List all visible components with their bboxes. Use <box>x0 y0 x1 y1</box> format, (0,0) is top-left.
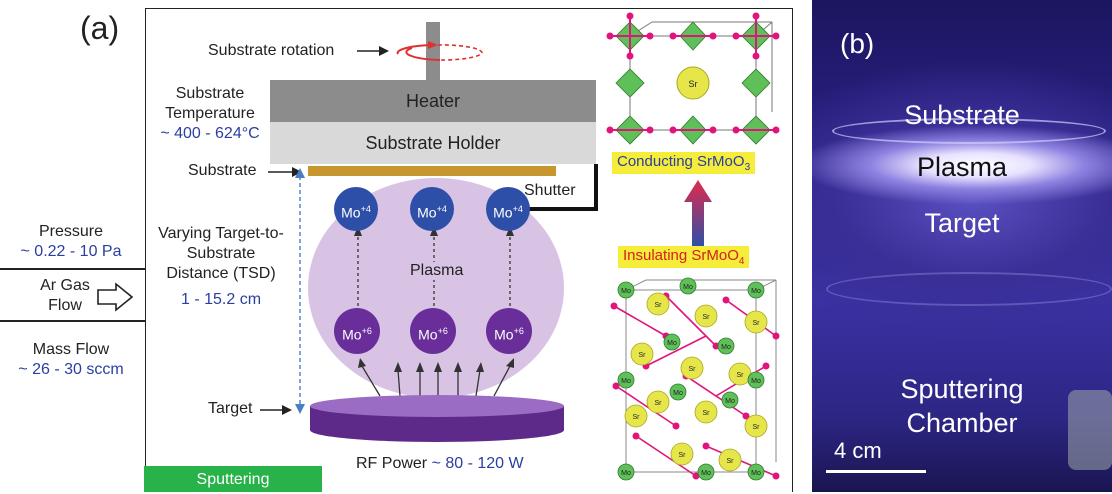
conducting-label: Conducting SrMoO3 <box>612 152 756 174</box>
gas-flow-arrow-icon <box>97 282 134 312</box>
panel-a-label: (a) <box>80 10 120 46</box>
ion-mo4: Mo+4 <box>486 187 530 231</box>
panel-b-label: (b) <box>840 28 875 59</box>
insulating-label: Insulating SrMoO4 <box>618 246 750 268</box>
panel-b-photo: (b) Substrate Plasma Target Sputtering C… <box>812 0 1112 492</box>
mo-atom-label: Mo <box>621 470 631 477</box>
photo-substrate-label: Substrate <box>904 100 1020 130</box>
chamber-rim <box>832 118 1106 144</box>
substrate-holder-block: Substrate Holder <box>270 122 596 164</box>
insulating-crystal-structure: Sr Sr Sr Sr Sr Sr Sr Sr Sr Sr Sr Sr Mo M… <box>610 277 780 481</box>
shutter-bar-horizontal <box>502 207 598 211</box>
panel-a-frame <box>145 8 793 492</box>
rf-power-label: RF Power <box>356 455 428 472</box>
substrate-rotation-label: Substrate rotation <box>208 42 335 59</box>
tsd-value: 1 - 15.2 cm <box>180 291 262 308</box>
heater-label: Heater <box>405 91 461 111</box>
sr-atom-label: Sr <box>633 414 641 421</box>
ion-row-top: Mo+4 Mo+4 Mo+4 <box>334 187 574 231</box>
substrate-temperature-value: ~ 400 - 624°C <box>160 125 260 142</box>
heater-block: Heater <box>270 80 596 122</box>
sr-atom-label: Sr <box>703 410 711 417</box>
gas-inlet-line-top <box>0 268 146 270</box>
ion-mo6: Mo+6 <box>486 308 532 354</box>
scale-bar <box>826 470 926 473</box>
sputtering-tab: Sputtering <box>144 466 322 492</box>
sr-atom-label: Sr <box>679 452 687 459</box>
rf-power: RF Power ~ 80 - 120 W <box>356 455 524 473</box>
ion-mo4: Mo+4 <box>334 187 378 231</box>
ion-mo6: Mo+6 <box>410 308 456 354</box>
substrate-bar <box>308 166 556 176</box>
substrate-holder-label: Substrate Holder <box>365 133 501 153</box>
mo-atom-label: Mo <box>721 344 731 351</box>
chamber-lower-rim <box>826 272 1112 306</box>
transition-arrow-icon <box>684 180 712 246</box>
rf-power-value: ~ 80 - 120 W <box>431 455 524 472</box>
mo-atom-label: Mo <box>701 470 711 477</box>
sr-atom-label: Sr <box>753 320 761 327</box>
pressure-label: Pressure ~ 0.22 - 10 Pa <box>0 222 142 262</box>
sr-atom-label: Sr <box>655 400 663 407</box>
tsd-label: Varying Target-to- Substrate Distance (T… <box>146 224 296 310</box>
sr-atom-label: Sr <box>703 314 711 321</box>
mo-atom-label: Mo <box>751 378 761 385</box>
mo-atom-label: Mo <box>751 470 761 477</box>
rotation-shaft <box>426 22 440 80</box>
shutter-label: Shutter <box>524 182 576 199</box>
mass-flow-value: ~ 26 - 30 sccm <box>18 361 124 378</box>
target-label: Target <box>208 400 253 417</box>
substrate-label: Substrate <box>188 162 257 179</box>
mo-atom-label: Mo <box>667 340 677 347</box>
pressure-value: ~ 0.22 - 10 Pa <box>20 243 122 260</box>
mo-atom-label: Mo <box>751 288 761 295</box>
shutter-bar-vertical <box>594 164 598 211</box>
sr-atom-label: Sr <box>727 458 735 465</box>
ion-mo4: Mo+4 <box>410 187 454 231</box>
ion-row-bottom: Mo+6 Mo+6 Mo+6 <box>334 308 574 354</box>
conducting-crystal-structure: Sr <box>606 12 780 145</box>
sr-atom-label: Sr <box>689 79 698 89</box>
plasma-label: Plasma <box>408 262 466 280</box>
mass-flow-label: Mass Flow ~ 26 - 30 sccm <box>0 340 142 380</box>
tsd-double-arrow-icon <box>295 168 305 414</box>
mo-atom-label: Mo <box>673 390 683 397</box>
mo-atom-label: Mo <box>621 378 631 385</box>
photo-plasma-label: Plasma <box>916 152 1008 182</box>
sr-atom-label: Sr <box>655 302 663 309</box>
target-disk <box>310 395 564 442</box>
sr-atom-label: Sr <box>689 366 697 373</box>
arrow-right-icon <box>260 405 292 415</box>
mo-atom-label: Mo <box>725 398 735 405</box>
scale-bar-label: 4 cm <box>834 438 882 463</box>
arrow-right-icon <box>357 46 389 56</box>
ion-mo6: Mo+6 <box>334 308 380 354</box>
gas-inlet-line-bottom <box>0 320 146 322</box>
sr-atom-label: Sr <box>639 352 647 359</box>
sr-atom-label: Sr <box>737 372 745 379</box>
mo-atom-label: Mo <box>683 284 693 291</box>
sr-atom-label: Sr <box>753 424 761 431</box>
substrate-temperature-label: Substrate Temperature ~ 400 - 624°C <box>150 84 270 144</box>
rotation-arrow-icon <box>396 41 483 61</box>
chamber-glass-glare <box>1068 390 1112 470</box>
mo-atom-label: Mo <box>621 288 631 295</box>
photo-target-label: Target <box>924 208 1000 238</box>
arrow-right-icon <box>268 167 302 177</box>
photo-chamber-label: Sputtering Chamber <box>900 374 1024 438</box>
ar-gas-flow-label: Ar Gas Flow <box>40 277 90 314</box>
